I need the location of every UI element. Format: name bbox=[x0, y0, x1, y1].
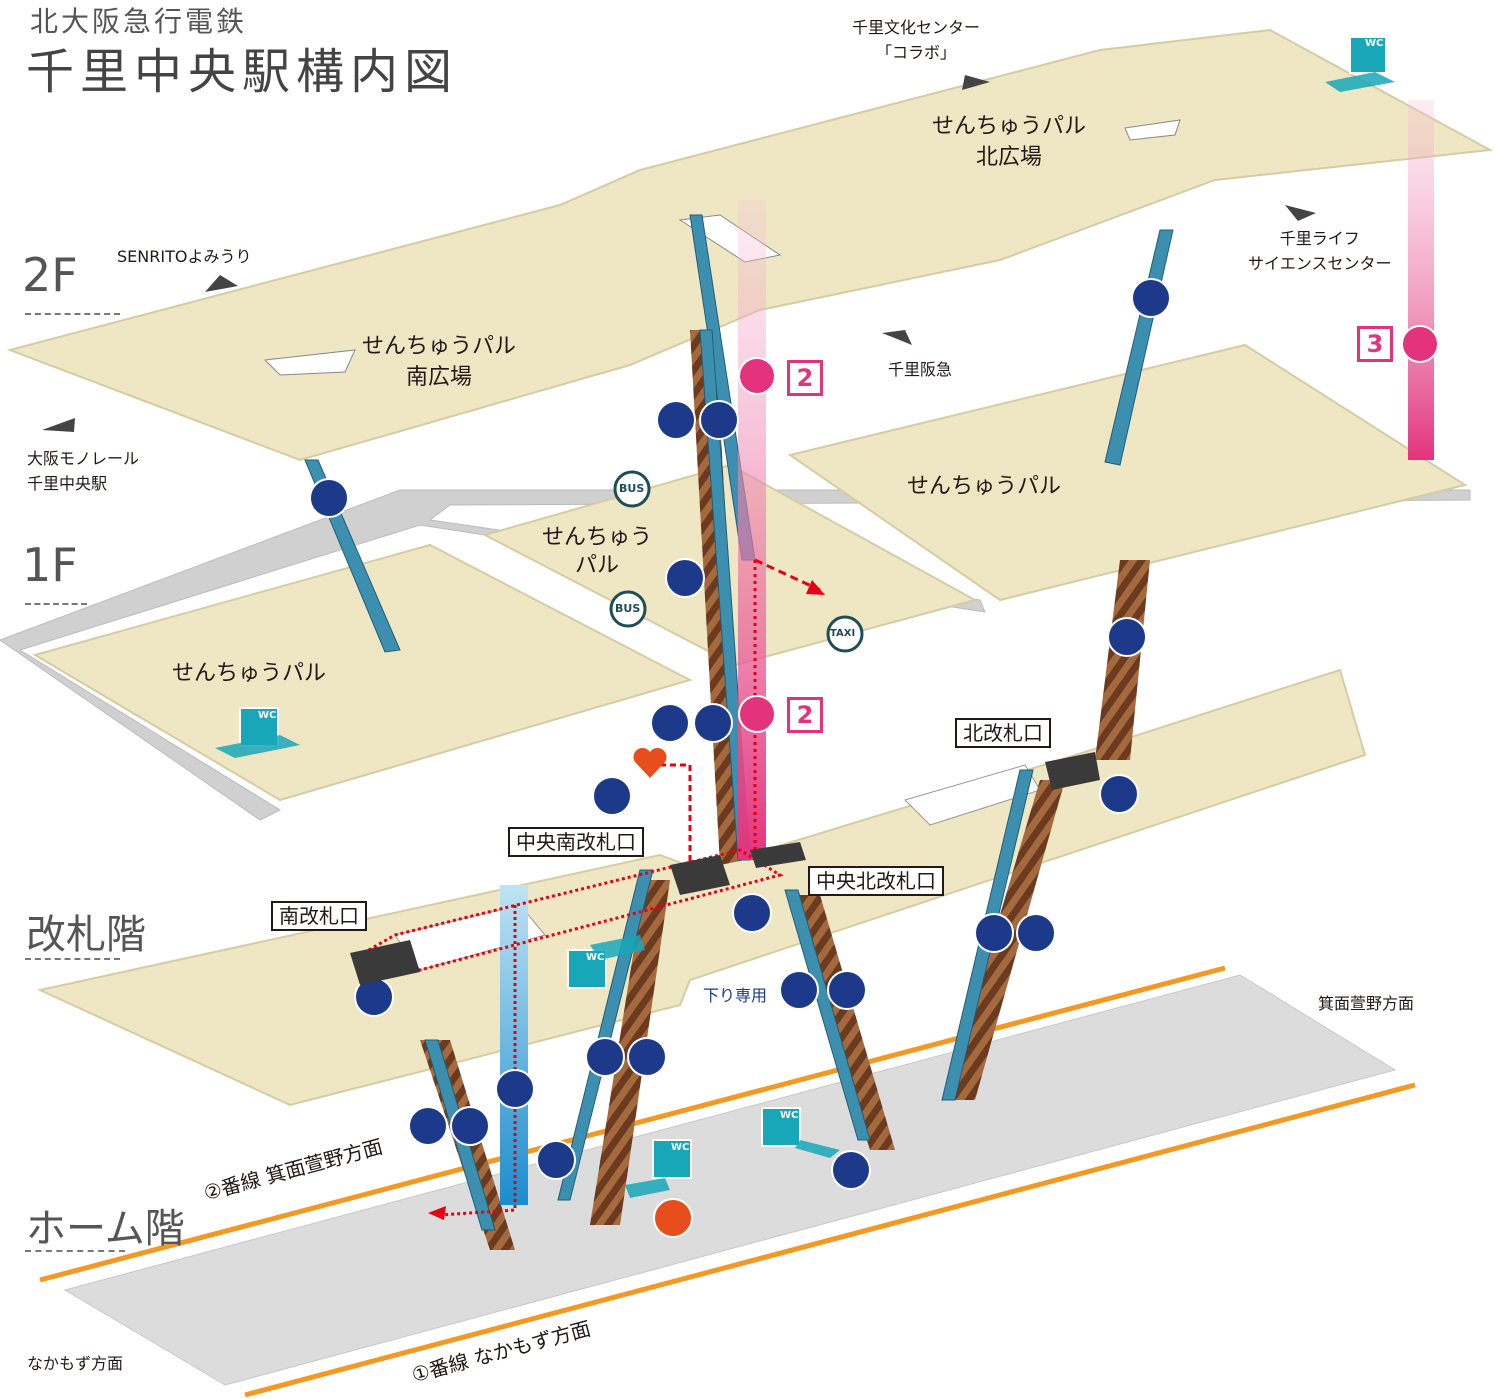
womens-restroom-icon bbox=[653, 1198, 693, 1238]
floor-label-2f: 2F bbox=[22, 248, 78, 302]
wc-icon: WC bbox=[258, 710, 277, 721]
area-2f-north: せんちゅうパル 北広場 bbox=[932, 114, 1087, 170]
area-2f-east: せんちゅうパル bbox=[907, 474, 1062, 499]
gate-north: 北改札口 bbox=[955, 718, 1051, 748]
floor-divider bbox=[25, 313, 120, 315]
company-name: 北大阪急行電鉄 bbox=[30, 5, 248, 38]
elevator-number-2-lower: 2 bbox=[787, 697, 823, 733]
floor-divider bbox=[25, 958, 120, 960]
floor-divider bbox=[25, 1250, 125, 1252]
elevator-shaft-2 bbox=[738, 200, 766, 860]
route-arrow-taxi bbox=[806, 580, 825, 595]
ticket-gate-marks bbox=[350, 752, 1100, 985]
area-1f-west: せんちゅうパル bbox=[172, 661, 327, 686]
floor-label-gate: 改札階 bbox=[26, 912, 146, 958]
wc-icon: WC bbox=[780, 1110, 799, 1121]
elevator-shaft-3 bbox=[1408, 100, 1434, 460]
bus-icon: BUS bbox=[619, 482, 645, 495]
dest-lifescience: 千里ライフ サイエンスセンター bbox=[1248, 229, 1392, 273]
area-1f-center: せんちゅう パル bbox=[542, 525, 653, 578]
dest-hankyu: 千里阪急 bbox=[888, 360, 953, 379]
wc-icon: WC bbox=[1365, 38, 1384, 49]
floor-divider bbox=[25, 603, 87, 605]
elevator-number-3: 3 bbox=[1357, 326, 1393, 362]
down-only-label: 下り専用 bbox=[703, 986, 768, 1005]
transport-icons bbox=[609, 470, 864, 653]
gate-center-north: 中央北改札口 bbox=[808, 866, 944, 896]
wc-icons bbox=[239, 36, 1387, 1179]
rail-track-1 bbox=[244, 1082, 1416, 1398]
direction-arrows bbox=[42, 75, 1316, 432]
floor-1f-west bbox=[32, 543, 693, 802]
stair-b bbox=[1095, 560, 1150, 760]
page-title: 千里中央駅構内図 bbox=[26, 44, 459, 100]
dest-collabo: 千里文化センター 「コラボ」 bbox=[852, 18, 981, 62]
dest-senrito: SENRITOよみうり bbox=[117, 247, 252, 266]
aed-icon bbox=[633, 747, 667, 778]
area-2f-south: せんちゅうパル 南広場 bbox=[362, 334, 517, 390]
direction-left: なかもず方面 bbox=[27, 1354, 124, 1373]
wc-icon: WC bbox=[586, 952, 605, 963]
taxi-icon: TAXI bbox=[830, 628, 856, 639]
gate-south: 南改札口 bbox=[271, 901, 367, 931]
service-icons bbox=[309, 278, 1171, 1190]
elevator-icons bbox=[738, 325, 1439, 733]
elevator-number-2-upper: 2 bbox=[787, 360, 823, 396]
floor-label-1f: 1F bbox=[22, 538, 78, 592]
floor-label-platform: ホーム階 bbox=[26, 1206, 185, 1252]
gate-center-south: 中央南改札口 bbox=[508, 827, 644, 857]
direction-right: 箕面萱野方面 bbox=[1318, 994, 1415, 1013]
wc-icon: WC bbox=[671, 1142, 690, 1153]
dest-monorail: 大阪モノレール 千里中央駅 bbox=[27, 449, 140, 493]
corridor-1f bbox=[0, 489, 1471, 821]
route-arrow-platform bbox=[428, 1206, 446, 1220]
bus-icon: BUS bbox=[615, 602, 641, 615]
